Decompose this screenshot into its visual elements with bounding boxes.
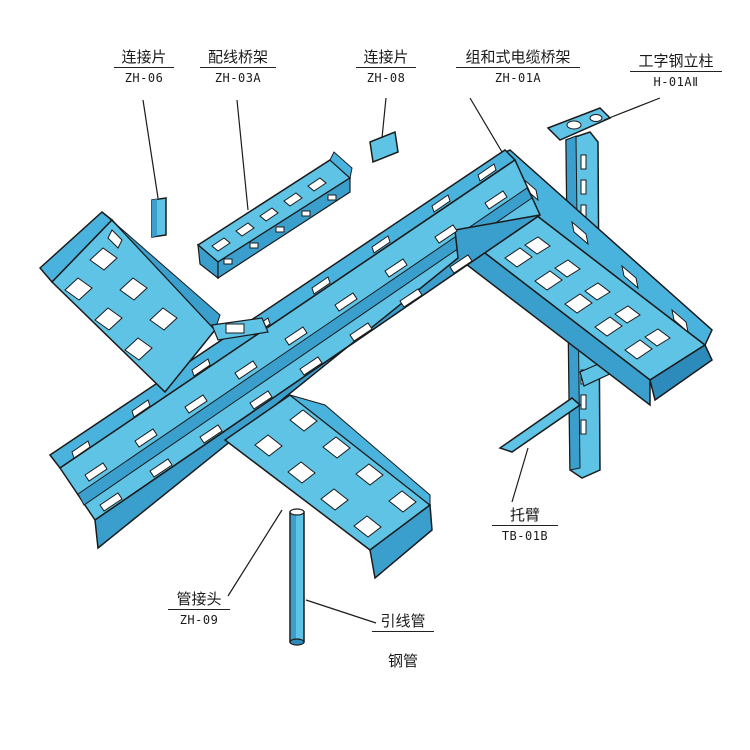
label-code: ZH-03A: [214, 71, 262, 85]
right-tray-arm: [453, 149, 713, 407]
label-connector-zh08: 连接片 ZH-08: [356, 48, 416, 86]
label-name: 引线管: [380, 612, 426, 630]
connector-plate-zh06: [151, 197, 167, 238]
label-combined-tray: 组和式电缆桥架 ZH-01A: [456, 48, 580, 86]
label-name: 连接片: [121, 48, 167, 66]
label-i-beam-post: 工字钢立柱 H-01AⅡ: [630, 52, 722, 90]
label-wiring-tray: 配线桥架 ZH-03A: [200, 48, 276, 86]
label-connector-zh06: 连接片 ZH-06: [114, 48, 174, 86]
label-code: H-01AⅡ: [653, 75, 699, 89]
label-code: ZH-01A: [494, 71, 542, 85]
label-pipe-joint: 管接头 ZH-09: [168, 590, 230, 628]
label-steel-pipe: 钢管: [380, 652, 426, 670]
label-code: ZH-08: [366, 71, 406, 85]
label-name: 托臂: [509, 506, 540, 524]
wiring-tray-zh03a: [196, 151, 353, 280]
label-bracket: 托臂 TB-01B: [492, 506, 558, 544]
label-name: 配线桥架: [207, 48, 268, 66]
label-name: 连接片: [363, 48, 409, 66]
label-code: TB-01B: [501, 529, 549, 543]
lead-pipe: [289, 508, 305, 646]
leader-lines: [142, 97, 661, 624]
label-name: 钢管: [387, 652, 418, 670]
label-lead-pipe: 引线管: [372, 612, 434, 634]
label-name: 管接头: [176, 590, 222, 608]
connector-plate-zh08: [369, 130, 399, 164]
label-code: ZH-06: [124, 71, 164, 85]
label-code: ZH-09: [179, 613, 219, 627]
label-name: 组和式电缆桥架: [465, 48, 571, 66]
label-name: 工字钢立柱: [638, 52, 714, 70]
crossing-cable-tray: [38, 211, 433, 580]
